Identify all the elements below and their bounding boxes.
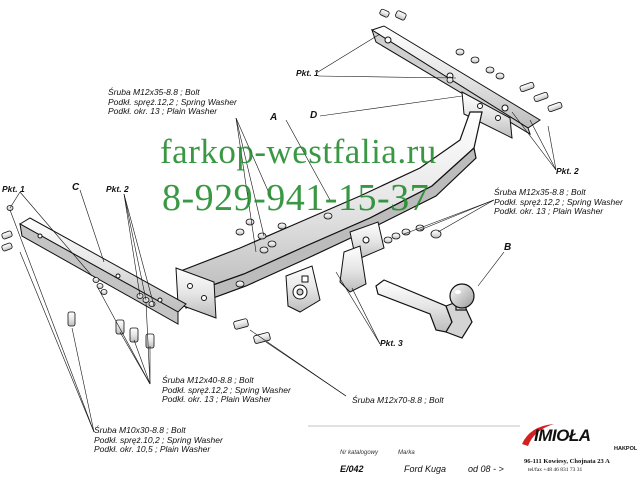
left-end-bolts	[1, 205, 156, 307]
footer-address: 96-111 Kowiesy, Chojnata 23 A	[524, 458, 610, 465]
footer-brand-label: Marka	[398, 450, 415, 456]
callout-pkt3: Pkt. 3	[380, 338, 403, 348]
watermark-phone: 8-929-941-15-37	[162, 177, 430, 219]
callout-pkt1-top: Pkt. 1	[296, 68, 319, 78]
right-side-plate	[461, 91, 513, 139]
label-bolt-right: Śruba M12x35-8.8 ; Bolt Podkł. spręż.12,…	[494, 187, 623, 216]
footer-catalog-value: E/042	[340, 464, 364, 474]
left-side-bar	[19, 217, 187, 325]
callout-a: A	[270, 112, 278, 123]
tow-ball-arm	[375, 279, 475, 339]
company-logo: IMIOŁA HAKPOL	[520, 420, 640, 452]
label-bolt-bottom: Śruba M10x30-8.8 ; Bolt Podkł. spręż.10,…	[94, 425, 223, 454]
footer-model-value: Ford Kuga	[404, 464, 447, 474]
footer-phone: tel/fax +48 46 831 73 31	[528, 467, 583, 473]
footer-catalog-label: Nr katalogowy	[340, 450, 379, 456]
label-bolt-m70: Śruba M12x70-8.8 ; Bolt	[352, 395, 444, 405]
top-right-bracket	[370, 25, 541, 136]
left-end-plate	[175, 267, 217, 319]
callout-pkt1-left: Pkt. 1	[2, 184, 25, 194]
logo-swoosh-icon	[522, 424, 554, 446]
watermark-site: farkop-westfalia.ru	[160, 132, 437, 171]
callout-pkt2-left: Pkt. 2	[106, 184, 129, 194]
upper-right-bolts	[379, 8, 563, 113]
logo-sub: HAKPOL	[614, 446, 638, 452]
footer-from-value: od 08 - >	[468, 464, 504, 474]
callout-pkt2-right: Pkt. 2	[556, 166, 579, 176]
callout-c: C	[72, 182, 80, 193]
leader-lines	[9, 33, 557, 433]
callout-b: B	[504, 242, 512, 253]
socket-plate	[285, 265, 321, 313]
label-bolt-mid: Śruba M12x40-8.8 ; Bolt Podkł. spręż.12,…	[162, 375, 291, 404]
hook-plate	[339, 245, 367, 293]
label-bolt-top: Śruba M12x35-8.8 ; Bolt Podkł. spręż.12,…	[108, 87, 237, 116]
logo-text: IMIOŁA	[534, 426, 591, 445]
lower-left-bolts	[67, 311, 155, 349]
callout-d: D	[310, 110, 318, 121]
